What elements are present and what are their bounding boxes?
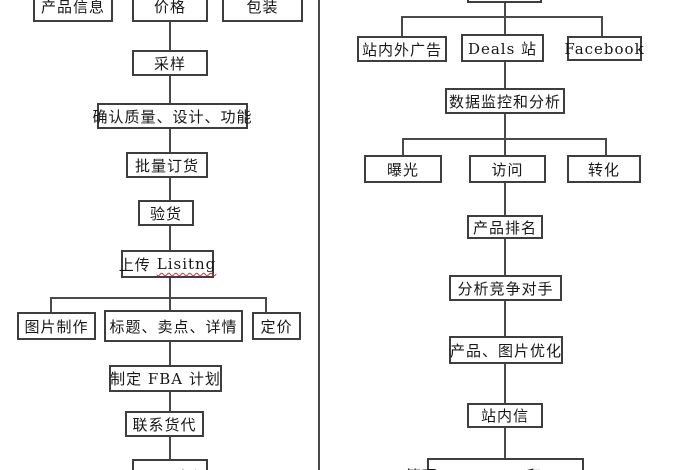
connector-line: [504, 428, 506, 458]
node-upload-listing: 上传 Lisitng: [118, 250, 217, 278]
connector-line: [169, 226, 171, 250]
node-confirm-quality: 确认质量、设计、功能: [93, 103, 252, 129]
connector-line: [50, 297, 52, 312]
node-title-selling-points: 标题、卖点、详情: [104, 310, 243, 342]
node-pricing: 定价: [252, 312, 301, 340]
connector-line: [601, 16, 603, 36]
node-contact-freight: 联系货代: [125, 411, 204, 437]
node-conversion: 转化: [567, 155, 641, 183]
connector-line: [169, 22, 171, 50]
connector-line: [504, 3, 506, 16]
node-packaging: 包装: [222, 0, 303, 22]
node-price: 价格: [132, 0, 208, 22]
node-onsite-message: 站内信: [467, 403, 543, 428]
connector-line: [169, 437, 171, 459]
node-facebook: Facebook: [564, 36, 644, 61]
connector-line: [169, 178, 171, 200]
connector-line: [401, 16, 403, 36]
upload-label: 上传: [118, 255, 151, 274]
node-manage-feedback: 管理 feedback 和 review: [406, 458, 604, 470]
node-sampling: 采样: [132, 50, 208, 76]
connector-line: [402, 138, 404, 155]
node-product-ranking: 产品排名: [467, 215, 543, 239]
node-product-info: 产品信息: [33, 0, 113, 22]
connector-line: [169, 297, 171, 310]
connector-line: [169, 342, 171, 365]
node-top-cut: [467, 0, 542, 3]
connector-line: [504, 138, 506, 155]
node-data-monitoring: 数据监控和分析: [445, 88, 565, 114]
node-fba-first-leg: FBA 头程: [132, 459, 208, 470]
divider-line: [318, 0, 320, 470]
node-visits: 访问: [469, 155, 546, 183]
node-inspection: 验货: [138, 200, 194, 226]
connector-line: [504, 239, 506, 275]
connector-line: [169, 129, 171, 152]
node-deals-site: Deals 站: [461, 34, 544, 62]
connector-line: [504, 16, 506, 34]
connector-line: [50, 297, 267, 299]
connector-line: [504, 301, 506, 336]
connector-line: [504, 364, 506, 403]
connector-line: [504, 62, 506, 88]
connector-line: [265, 297, 267, 312]
connector-line: [605, 138, 607, 155]
node-product-image-optimization: 产品、图片优化: [449, 336, 563, 364]
connector-line: [169, 278, 171, 297]
misspelled-word: Lisitng: [156, 255, 217, 273]
connector-line: [504, 114, 506, 138]
node-exposure: 曝光: [364, 155, 442, 183]
node-bulk-order: 批量订货: [126, 152, 208, 178]
connector-line: [169, 76, 171, 103]
node-competitor-analysis: 分析竞争对手: [449, 275, 562, 301]
connector-line: [401, 16, 603, 18]
node-fba-plan: 制定 FBA 计划: [109, 365, 222, 392]
connector-line: [169, 392, 171, 411]
connector-line: [504, 183, 506, 215]
node-onsite-offsite-ads: 站内外广告: [357, 36, 447, 62]
node-image-production: 图片制作: [17, 312, 96, 340]
